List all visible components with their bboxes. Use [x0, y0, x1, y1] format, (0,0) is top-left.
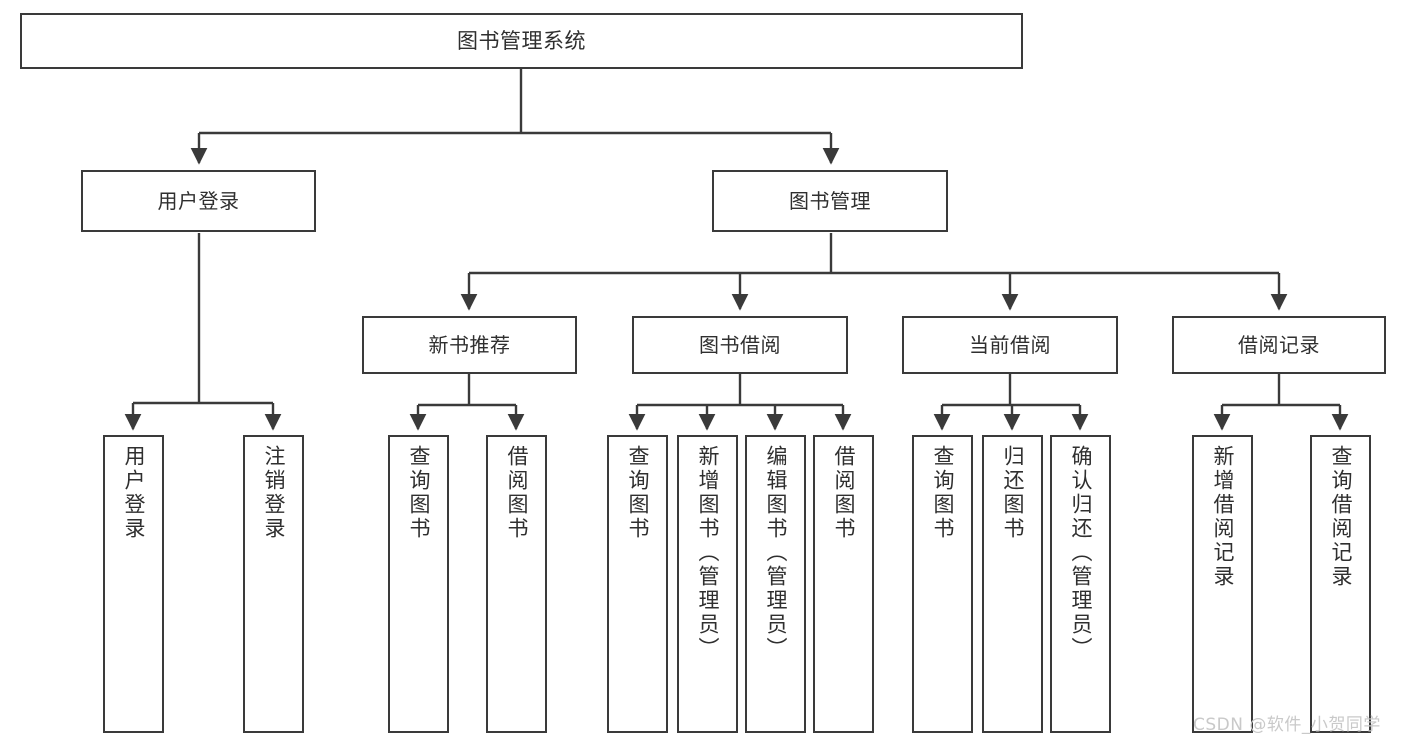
node-book-borrow-label: 图书借阅 — [699, 332, 781, 357]
node-borrow-record[interactable]: 借阅记录 — [1172, 316, 1386, 374]
leaf-borrow-book-2[interactable]: 借阅图书 — [813, 435, 874, 733]
leaf-add-record[interactable]: 新增借阅记录 — [1192, 435, 1253, 733]
leaf-user-logout-label: 注销登录 — [262, 445, 286, 541]
leaf-confirm-return-label: 确认归还（管理员） — [1069, 445, 1093, 661]
node-current-borrow[interactable]: 当前借阅 — [902, 316, 1118, 374]
leaf-query-record[interactable]: 查询借阅记录 — [1310, 435, 1371, 733]
node-book-management-label: 图书管理 — [789, 188, 871, 213]
leaf-user-login[interactable]: 用户登录 — [103, 435, 164, 733]
node-user-login-label: 用户登录 — [157, 188, 240, 213]
leaf-query-book-3-label: 查询图书 — [931, 445, 955, 541]
leaf-query-book-1[interactable]: 查询图书 — [388, 435, 449, 733]
node-root-label: 图书管理系统 — [457, 28, 586, 53]
node-new-book-recommend[interactable]: 新书推荐 — [362, 316, 577, 374]
leaf-user-login-label: 用户登录 — [122, 445, 146, 541]
leaf-add-book[interactable]: 新增图书（管理员） — [677, 435, 738, 733]
leaf-return-book-label: 归还图书 — [1001, 445, 1025, 541]
leaf-borrow-book-1[interactable]: 借阅图书 — [486, 435, 547, 733]
node-borrow-record-label: 借阅记录 — [1238, 332, 1320, 357]
leaf-borrow-book-1-label: 借阅图书 — [505, 445, 529, 541]
leaf-confirm-return[interactable]: 确认归还（管理员） — [1050, 435, 1111, 733]
leaf-borrow-book-2-label: 借阅图书 — [832, 445, 856, 541]
leaf-query-book-1-label: 查询图书 — [407, 445, 431, 541]
node-book-management[interactable]: 图书管理 — [712, 170, 948, 232]
leaf-return-book[interactable]: 归还图书 — [982, 435, 1043, 733]
leaf-query-book-2-label: 查询图书 — [626, 445, 650, 541]
node-user-login[interactable]: 用户登录 — [81, 170, 316, 232]
node-new-book-recommend-label: 新书推荐 — [428, 332, 511, 357]
leaf-query-book-3[interactable]: 查询图书 — [912, 435, 973, 733]
leaf-query-record-label: 查询借阅记录 — [1329, 445, 1353, 589]
leaf-edit-book[interactable]: 编辑图书（管理员） — [745, 435, 806, 733]
leaf-user-logout[interactable]: 注销登录 — [243, 435, 304, 733]
leaf-query-book-2[interactable]: 查询图书 — [607, 435, 668, 733]
leaf-add-record-label: 新增借阅记录 — [1211, 445, 1235, 589]
node-current-borrow-label: 当前借阅 — [969, 332, 1051, 357]
node-root[interactable]: 图书管理系统 — [20, 13, 1023, 69]
node-book-borrow[interactable]: 图书借阅 — [632, 316, 848, 374]
leaf-add-book-label: 新增图书（管理员） — [696, 445, 720, 661]
leaf-edit-book-label: 编辑图书（管理员） — [764, 445, 788, 661]
